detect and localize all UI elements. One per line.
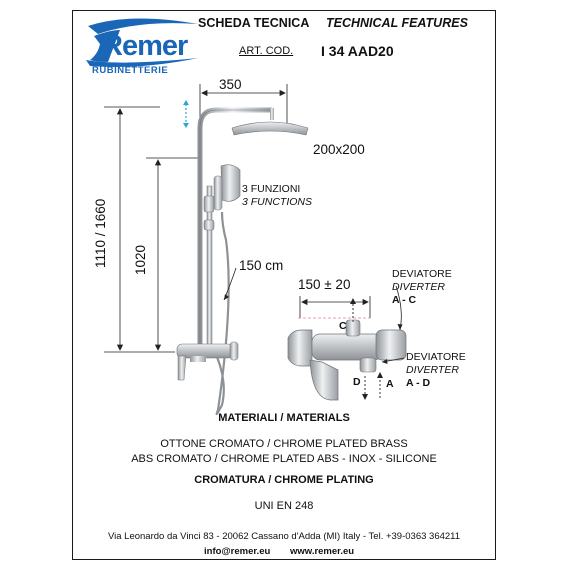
title-english: TECHNICAL FEATURES <box>326 16 468 30</box>
diverter1-it-label: DEVIATORE <box>392 268 452 280</box>
plating-label: CROMATURA / CHROME PLATING <box>194 474 374 486</box>
total-height-dimension-line <box>104 106 175 353</box>
hose-length-label: 150 cm <box>239 258 284 273</box>
functions-it-label: 3 FUNZIONI <box>242 183 301 195</box>
port-a-label: A <box>386 378 394 390</box>
materials-line-1: OTTONE CROMATO / CHROME PLATED BRASS <box>160 438 408 450</box>
mixer-dimension-line <box>299 296 371 318</box>
standard-label: UNI EN 248 <box>254 500 314 512</box>
bar-height-dimension-line <box>146 157 200 351</box>
art-code-label: ART. COD. <box>239 45 294 57</box>
title-italian: SCHEDA TECNICA <box>198 16 310 30</box>
head-size-label: 200x200 <box>313 142 365 157</box>
diverter2-en-label: DIVERTER <box>406 364 459 376</box>
arm-dimension-line <box>199 84 288 128</box>
port-c-label: C <box>339 320 347 332</box>
company-website[interactable]: www.remer.eu <box>290 546 355 557</box>
diverter1-code-label: A - C <box>392 294 417 306</box>
diverter1-en-label: DIVERTER <box>392 281 445 293</box>
materials-line-2: ABS CROMATO / CHROME PLATED ABS - INOX -… <box>131 453 437 465</box>
logo-subtitle: RUBINETTERIE <box>92 65 169 76</box>
hand-shower <box>220 164 241 202</box>
mixer-spacing-label: 150 ± 20 <box>298 277 351 292</box>
shower-hose <box>213 211 230 416</box>
diverter2-code-label: A - D <box>406 377 431 389</box>
article-code: I 34 AAD20 <box>321 43 394 59</box>
company-email[interactable]: info@remer.eu <box>204 546 271 557</box>
logo-swoosh-icon <box>86 18 198 67</box>
logo-word: Remer <box>102 30 188 62</box>
total-height-label: 1110 / 1660 <box>93 198 108 268</box>
company-address: Via Leonardo da Vinci 83 - 20062 Cassano… <box>107 531 461 542</box>
bar-height-label: 1020 <box>133 244 148 275</box>
materials-heading: MATERIALI / MATERIALS <box>218 412 350 424</box>
remer-logo: Remer RUBINETTERIE <box>80 14 202 78</box>
diverter2-it-label: DEVIATORE <box>406 351 466 363</box>
shower-column <box>176 107 309 416</box>
technical-sheet <box>72 10 496 560</box>
port-d-label: D <box>353 376 361 388</box>
head-shower <box>231 121 309 136</box>
arm-length-label: 350 <box>219 77 242 92</box>
functions-en-label: 3 FUNCTIONS <box>242 196 313 208</box>
mixer-detail <box>287 319 407 401</box>
